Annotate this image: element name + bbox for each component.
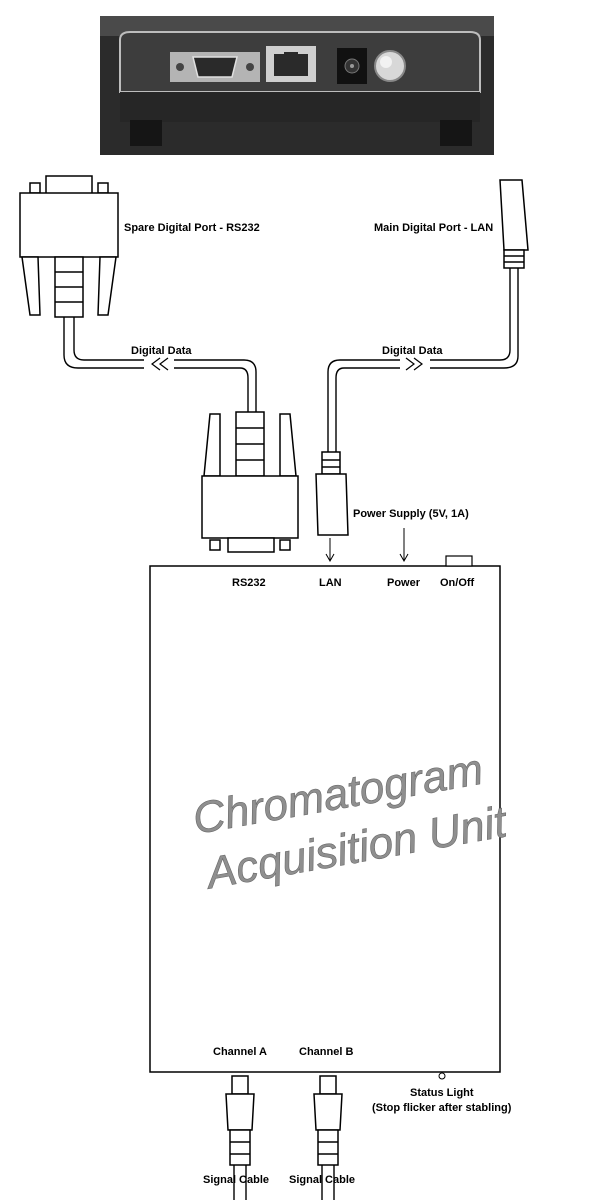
main-lan-plug-icon <box>499 179 529 269</box>
rs232-port-label: RS232 <box>232 577 266 589</box>
spare-port-label: Spare Digital Port - RS232 <box>124 222 260 234</box>
digital-data-right-label: Digital Data <box>382 345 443 357</box>
rs232-plug-icon <box>201 411 299 553</box>
photo-db9-port-icon <box>170 52 260 82</box>
photo-dc-jack-icon <box>337 48 367 84</box>
channel-b-plug-icon <box>313 1075 343 1166</box>
main-port-label: Main Digital Port - LAN <box>374 222 493 234</box>
on-off-label: On/Off <box>440 577 475 589</box>
rear-panel-photo <box>100 16 494 155</box>
data-direction-chevrons <box>144 357 430 371</box>
power-supply-connector-icon <box>315 451 349 536</box>
lan-port-label: LAN <box>319 577 342 589</box>
signal-cable-b-label: Signal Cable <box>289 1174 355 1186</box>
photo-power-button-icon <box>374 50 406 82</box>
signal-cable-a-label: Signal Cable <box>203 1174 269 1186</box>
power-port-label: Power <box>387 577 421 589</box>
channel-a-plug-icon <box>225 1075 255 1166</box>
status-light-icon <box>438 1072 446 1080</box>
on-off-switch-icon <box>445 555 473 567</box>
spare-rs232-plug-icon <box>19 175 119 318</box>
channel-a-label: Channel A <box>213 1046 267 1058</box>
status-note-label: (Stop flicker after stabling) <box>372 1102 512 1114</box>
unit-title: Chromatogram Acquisition Unit <box>189 744 512 899</box>
channel-b-label: Channel B <box>299 1046 353 1058</box>
power-supply-label: Power Supply (5V, 1A) <box>353 508 469 520</box>
digital-data-left-label: Digital Data <box>131 345 192 357</box>
acquisition-unit <box>149 555 501 1080</box>
photo-rj45-port-icon <box>266 46 316 82</box>
port-arrows <box>325 528 409 563</box>
status-light-label: Status Light <box>410 1087 474 1099</box>
